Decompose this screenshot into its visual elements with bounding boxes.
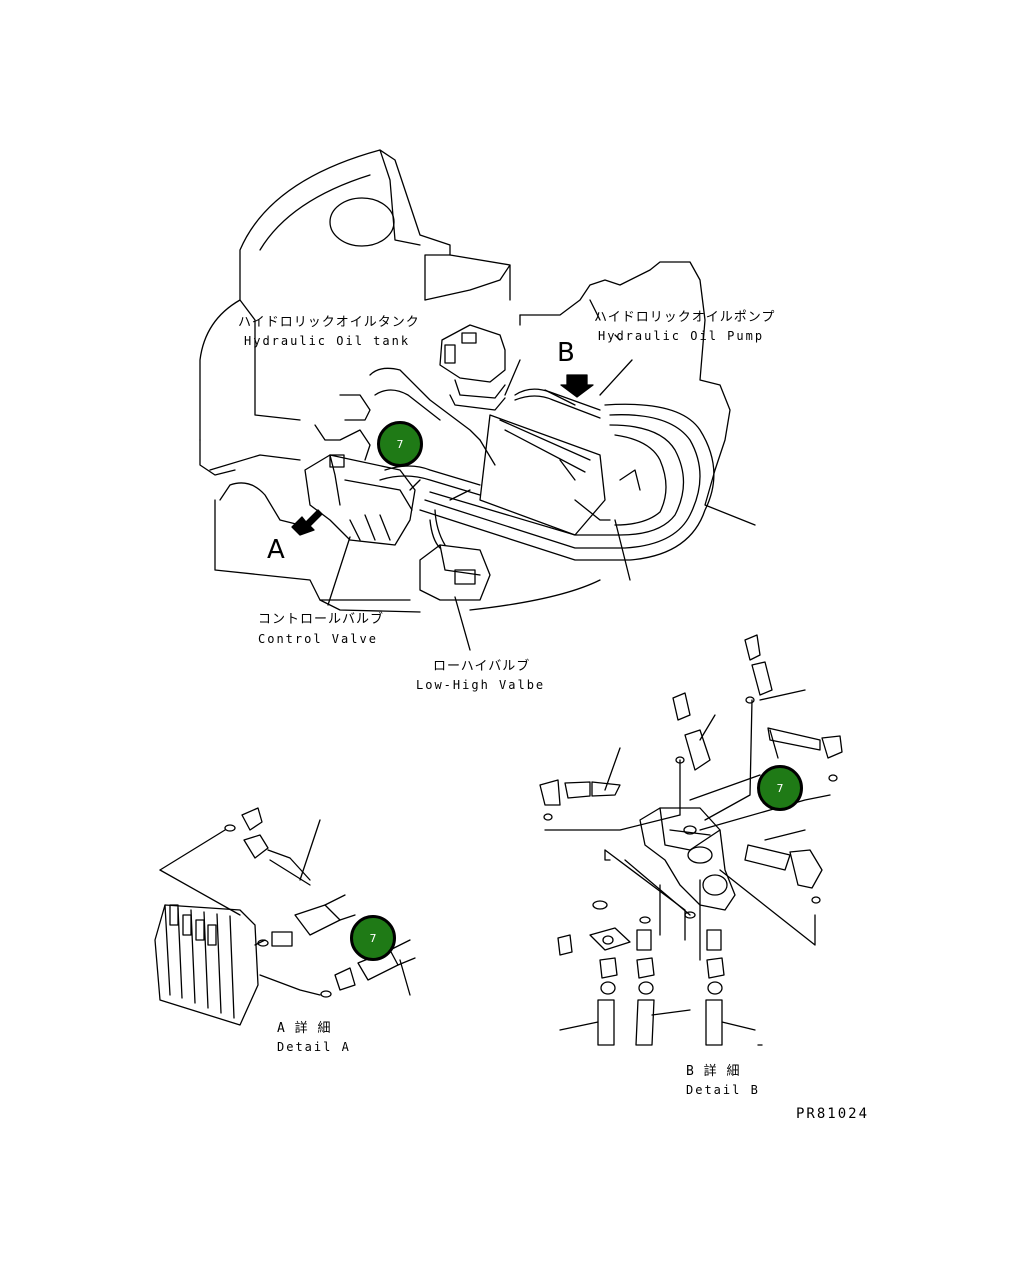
main-assembly-drawing [199,149,756,651]
hydraulic-oil-tank-label-en: Hydraulic Oil tank [244,334,411,348]
control-valve-label-en: Control Valve [258,632,378,646]
detail-a-drawing [154,807,416,1026]
callout-marker-detail-b[interactable]: 7 [757,765,803,811]
detail-b-title-en: Detail B [686,1083,760,1097]
low-high-valve-label-jp: ローハイバルブ [433,659,531,674]
view-arrow-a-label: A [267,535,285,565]
view-arrow-b-label: B [557,338,575,368]
control-valve-label-jp: コントロールバルブ [258,612,385,627]
low-high-valve-label-en: Low-High Valbe [416,678,546,692]
detail-a-title-jp: A 詳 細 [277,1021,332,1036]
callout-marker-main[interactable]: 7 [377,421,423,467]
hydraulic-oil-pump-label-en: Hydraulic Oil Pump [598,329,765,343]
drawing-code: PR81024 [796,1106,870,1122]
hydraulic-oil-tank-label-jp: ハイドロリックオイルタンク [238,315,420,330]
detail-b-title-jp: B 詳 細 [686,1064,741,1079]
detail-b-drawing [539,634,843,1046]
callout-marker-detail-a[interactable]: 7 [350,915,396,961]
detail-a-title-en: Detail A [277,1040,351,1054]
hydraulic-oil-pump-label-jp: ハイドロリックオイルポンプ [594,310,776,325]
